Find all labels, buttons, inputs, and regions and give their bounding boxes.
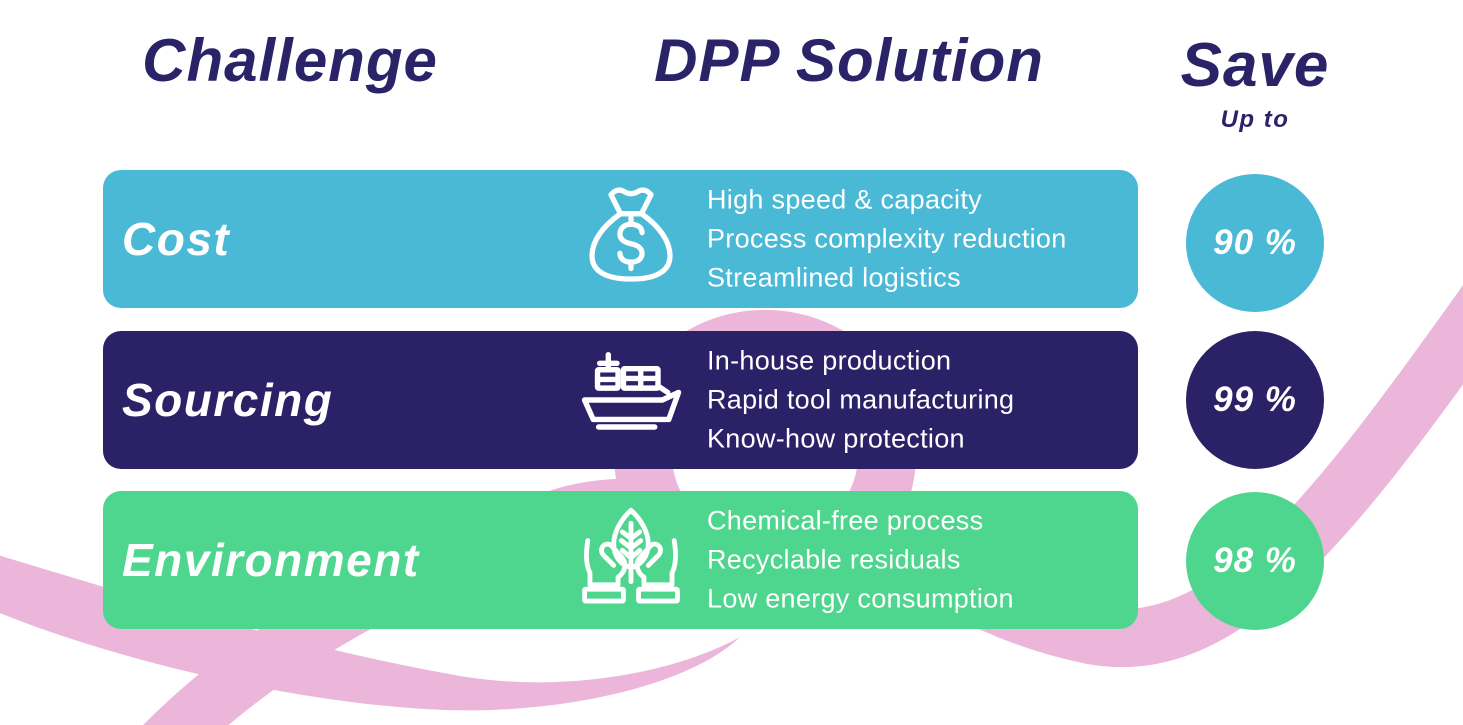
save-percent: 98 % xyxy=(1213,541,1297,580)
save-percent: 99 % xyxy=(1213,380,1297,419)
solution-item: Low energy consumption xyxy=(707,583,1014,614)
column-header-challenge: Challenge xyxy=(142,27,438,94)
solution-list-sourcing: In-house production Rapid tool manufactu… xyxy=(707,342,1014,459)
column-header-dpp-solution: DPP Solution xyxy=(654,27,1044,94)
solution-item: High speed & capacity xyxy=(707,184,982,215)
solution-item: Recyclable residuals xyxy=(707,544,961,575)
solution-list-cost: High speed & capacity Process complexity… xyxy=(707,181,1067,298)
save-badge-sourcing: 99 % xyxy=(1186,331,1324,469)
ribbon-tail xyxy=(0,555,740,711)
solution-list-environment: Chemical-free process Recyclable residua… xyxy=(707,502,1014,619)
money-bag-icon xyxy=(577,180,685,298)
save-badge-environment: 98 % xyxy=(1186,492,1324,630)
column-header-save: Save xyxy=(1180,31,1330,100)
solution-item: Rapid tool manufacturing xyxy=(707,384,1015,415)
save-badge-cost: 90 % xyxy=(1186,174,1324,312)
challenge-row-cost: Cost High speed & capacity Process compl… xyxy=(103,170,1138,308)
solution-item: Process complexity reduction xyxy=(707,223,1067,254)
row-title-environment: Environment xyxy=(122,534,420,586)
solution-item: Know-how protection xyxy=(707,423,965,454)
challenge-row-environment: Environment Chemical-free process Recycl… xyxy=(103,491,1138,629)
solution-item: Streamlined logistics xyxy=(707,262,961,293)
row-title-sourcing: Sourcing xyxy=(122,374,334,426)
row-title-cost: Cost xyxy=(122,213,231,265)
save-subtitle-up-to: Up to xyxy=(1220,106,1290,133)
challenge-row-sourcing: Sourcing In-house production Rapid tool … xyxy=(103,331,1138,469)
hands-leaf-icon xyxy=(577,501,685,619)
save-percent: 90 % xyxy=(1213,223,1297,262)
solution-item: Chemical-free process xyxy=(707,505,984,536)
solution-item: In-house production xyxy=(707,345,952,376)
cargo-ship-icon xyxy=(577,341,685,459)
